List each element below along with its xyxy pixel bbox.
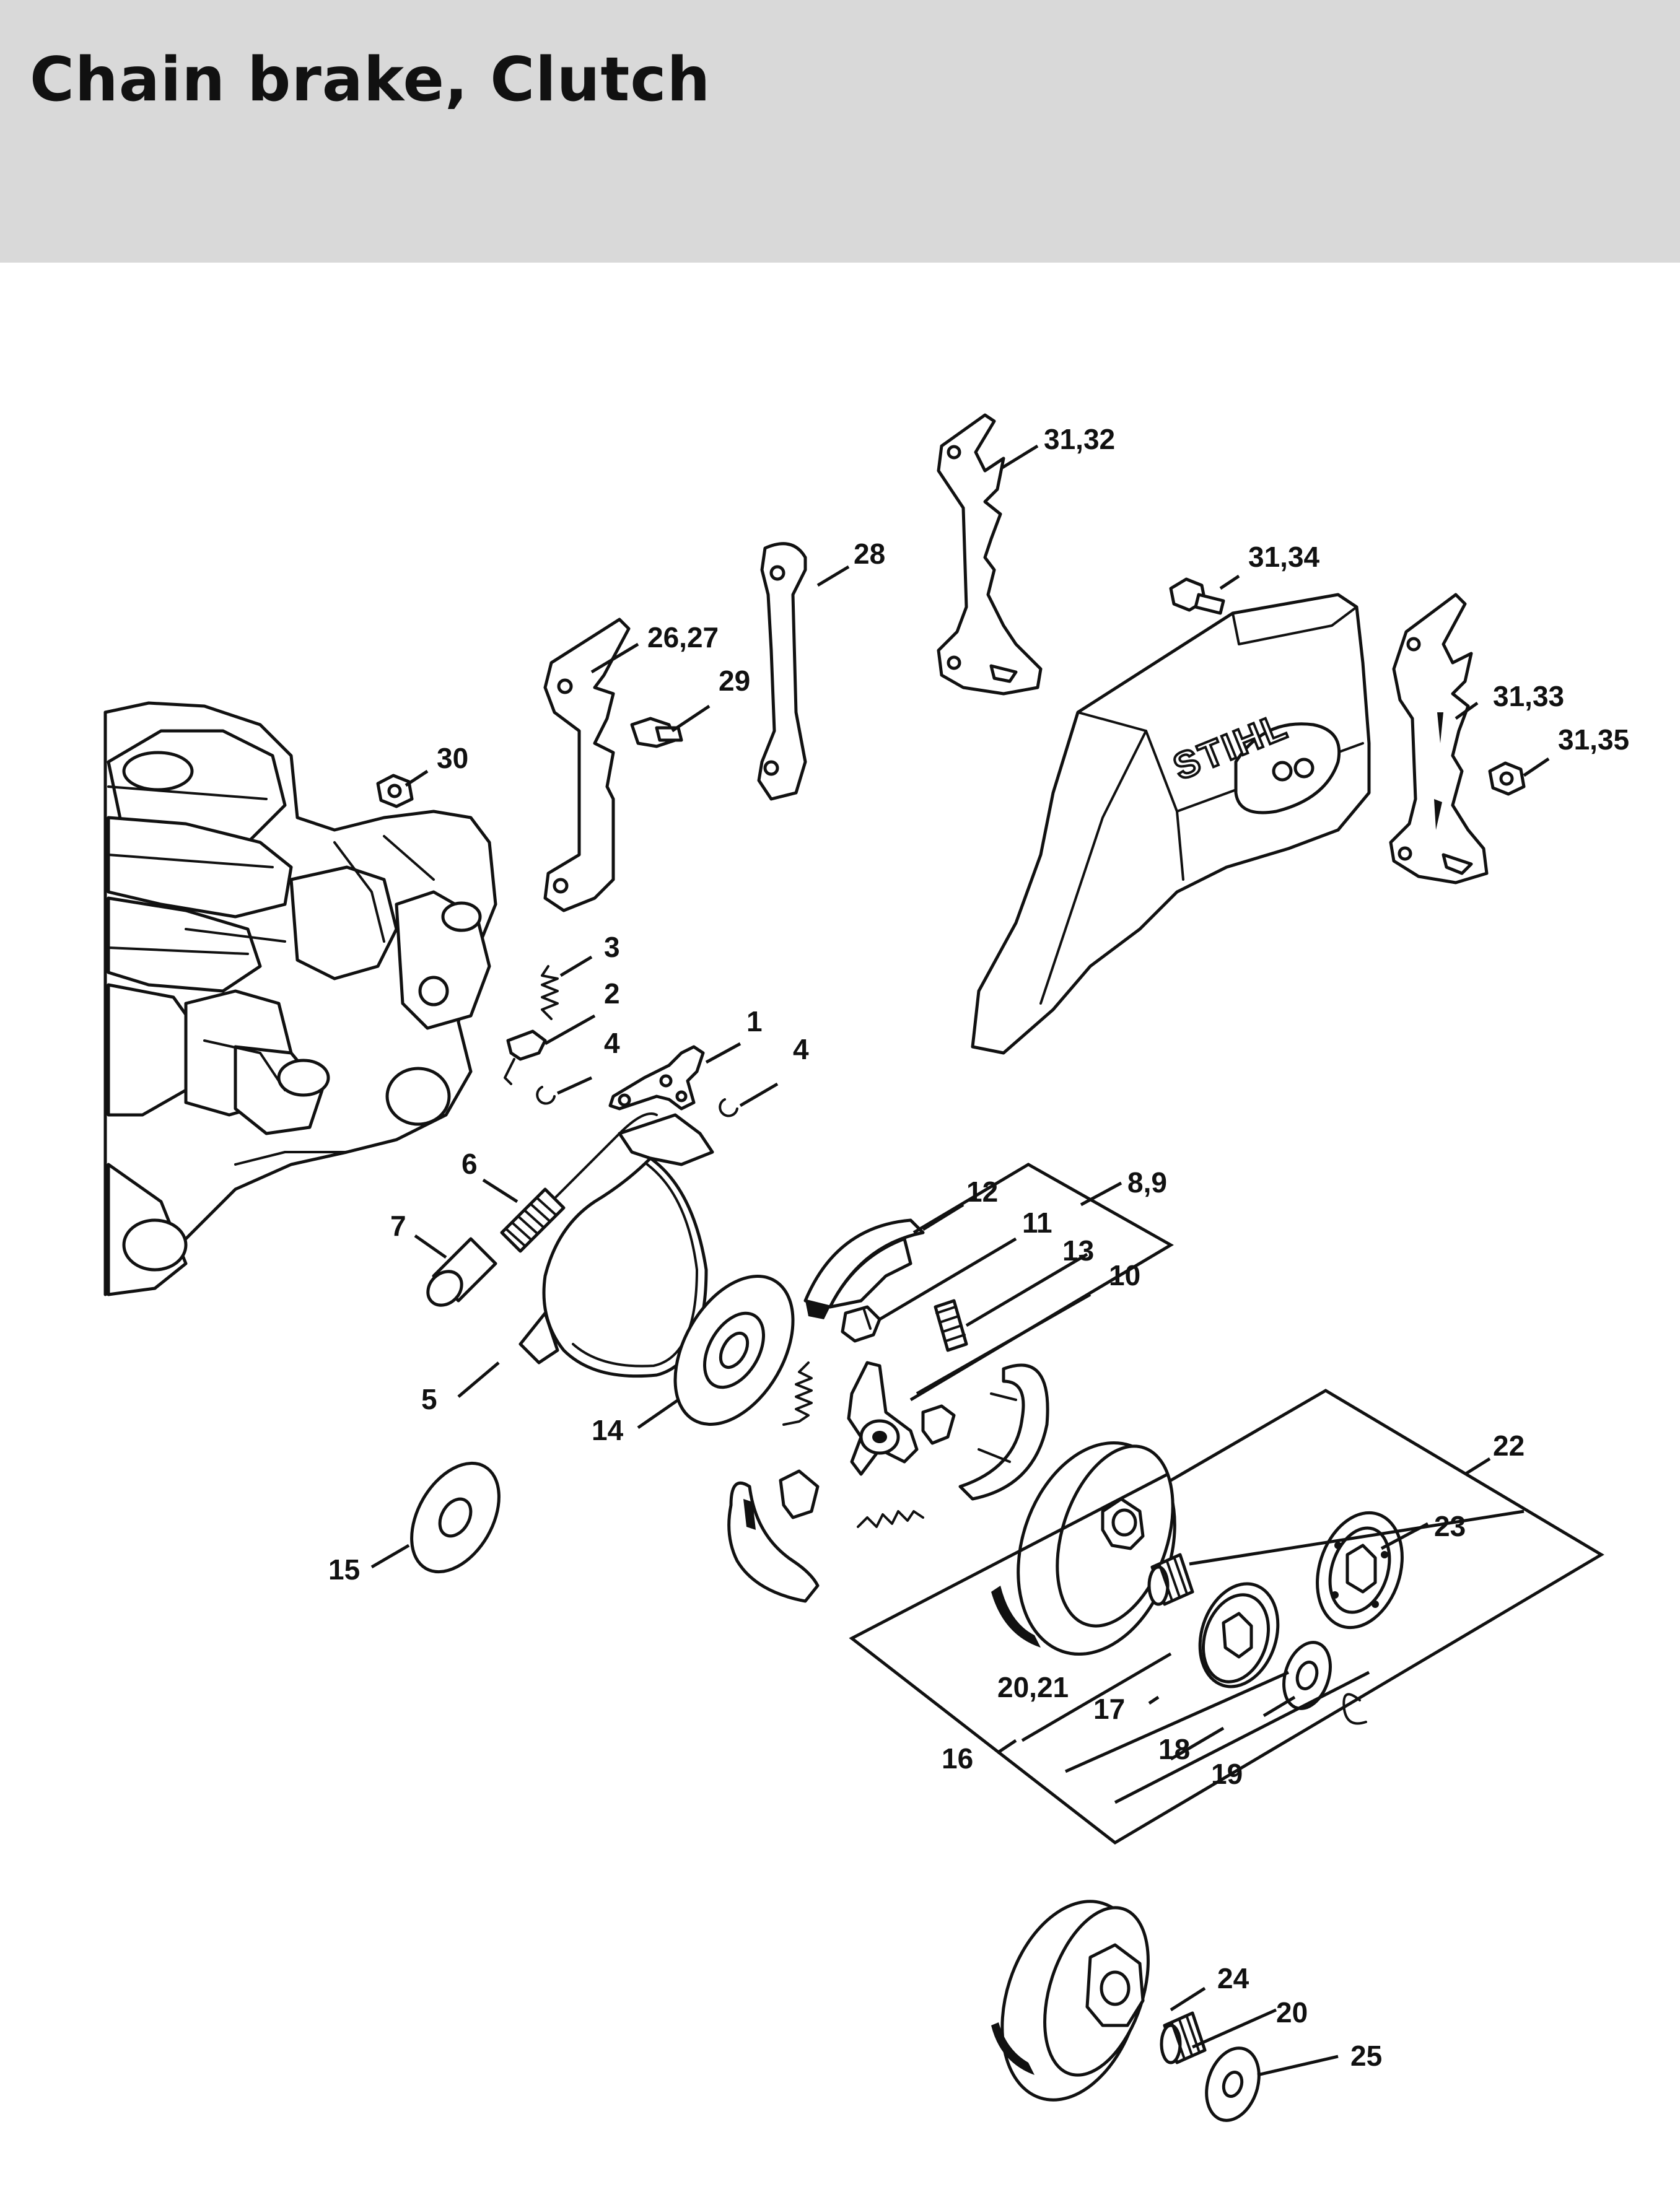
clutch-carrier [847,1361,919,1476]
needle-cage-20-21 [1147,1553,1194,1606]
callout-25: 25 [1350,2040,1382,2072]
callout-23: 23 [1434,1510,1466,1542]
callout-17: 17 [1093,1693,1125,1725]
callout-31-34: 31,34 [1248,541,1320,573]
needle-cage-20-bottom [1160,2011,1207,2064]
spring-6 [500,1112,658,1253]
chain-catcher-31-33 [1389,593,1489,884]
page-title: Chain brake, Clutch [30,45,711,115]
part-28 [757,542,807,801]
nut-30 [376,774,414,808]
spring-13 [934,1299,968,1352]
chain-catcher-26-27 [543,618,631,912]
circlip-4-left [536,1086,556,1105]
callout-14: 14 [592,1414,624,1446]
clutch-shoe-left [727,1481,820,1603]
callout-3: 3 [604,931,620,963]
callout-13: 13 [1062,1234,1094,1267]
washer-14 [673,1275,795,1426]
clutch-drum-24 [991,1900,1150,2102]
lever-1 [608,1045,705,1111]
callout-4-right: 4 [793,1033,809,1065]
callout-31-35: 31,35 [1558,723,1629,756]
washer-25 [1205,2046,1261,2122]
callout-29: 29 [719,665,750,697]
nut-31-35 [1488,761,1526,796]
circlip-4-right [719,1098,738,1117]
shoe-piece-middle [921,1404,956,1445]
callout-19: 19 [1211,1758,1243,1790]
sprocket-17 [1198,1582,1280,1688]
callout-1: 1 [746,1005,763,1037]
sprocket-cover: STIHL [971,593,1371,1055]
callout-10: 10 [1109,1259,1140,1291]
callout-4-left: 4 [604,1027,620,1059]
callout-7: 7 [390,1210,406,1242]
screw-31-34 [1169,577,1225,615]
callout-11: 11 [1022,1207,1052,1239]
page-header: Chain brake, Clutch [0,0,1680,263]
washer-15 [410,1461,501,1574]
callout-20-21: 20,21 [997,1671,1069,1703]
leader-lines [370,444,1604,2077]
callout-2: 2 [604,977,620,1010]
chain-catcher-31-32 [937,413,1043,696]
callout-16: 16 [942,1742,973,1775]
callout-22: 22 [1493,1430,1525,1462]
spring-10 [782,1361,813,1426]
callout-31-33: 31,33 [1493,680,1564,712]
spring-lower [857,1510,924,1528]
spring-3 [541,965,559,1020]
part-2 [504,1029,547,1085]
callout-18: 18 [1158,1733,1190,1765]
sleeve-7 [426,1237,497,1307]
callout-28: 28 [854,538,885,570]
brake-band-5 [518,1113,714,1378]
e-clip-19 [1342,1693,1367,1725]
callout-30: 30 [437,742,468,774]
callout-26-27: 26,27 [647,621,719,653]
clutch-drum-16 [991,1441,1176,1656]
screw-29 [630,717,683,748]
callout-5: 5 [421,1383,437,1415]
callout-12: 12 [966,1176,998,1208]
washer-18 [1282,1641,1332,1710]
clutch-shoe-12 [803,1218,925,1319]
clutch-shoe-right [958,1363,1049,1501]
callout-15: 15 [328,1553,360,1586]
callout-labels: 31,32 28 31,34 26,27 29 31,33 31,35 30 3… [328,423,1629,2072]
rim-sprocket-23 [1316,1511,1404,1630]
callout-24: 24 [1217,1962,1249,1994]
engine-housing [103,701,497,1296]
callout-8-9: 8,9 [1127,1166,1167,1199]
shoe-piece-11 [841,1305,882,1343]
callout-20: 20 [1276,1996,1308,2029]
shoe-piece-lower [779,1469,820,1519]
callout-31-32: 31,32 [1044,423,1115,455]
callout-6: 6 [462,1148,478,1180]
